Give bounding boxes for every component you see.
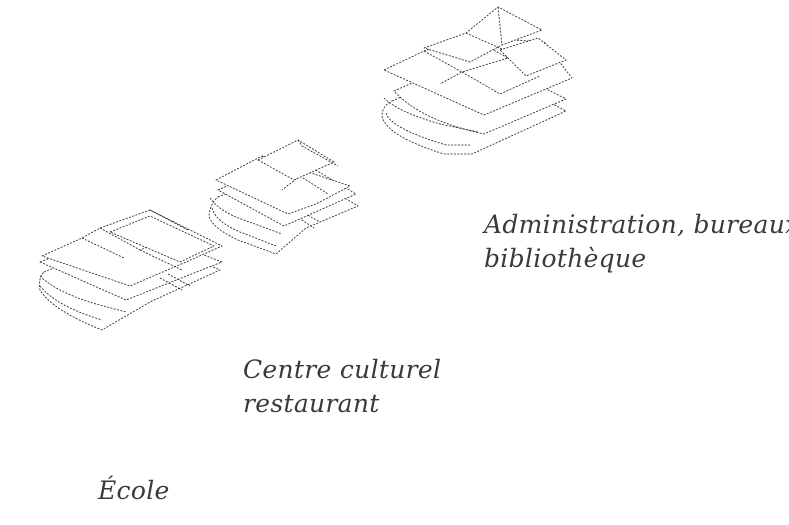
slab-ecole-floor-2-inner	[39, 275, 127, 313]
label-administration: Administration, bureaux bibliothèque	[484, 208, 789, 276]
slab-administration-floor-1-inner	[385, 112, 470, 146]
slab-centre-floor-2-inner	[209, 197, 283, 235]
label-centre-line-1: Centre culturel	[243, 355, 442, 384]
slab-ecole-floor-1	[39, 233, 221, 331]
slab-centre-floor-4-back	[297, 139, 339, 167]
building-centre	[208, 139, 359, 255]
label-ecole-line-1: École	[98, 476, 170, 505]
label-ecole: École	[98, 474, 170, 508]
slab-administration-floor-2-side	[383, 97, 479, 133]
slab-administration-floor-4-join	[465, 6, 505, 51]
label-centre: Centre culturel restaurant	[243, 353, 441, 421]
slab-administration-right-wing	[499, 37, 567, 77]
slab-centre-floor-1-inner	[211, 207, 277, 247]
building-administration	[381, 6, 573, 155]
slab-ecole-floor-4	[109, 215, 215, 263]
slab-centre-floor-4	[257, 139, 335, 181]
label-administration-line-1: Administration, bureaux	[484, 210, 789, 239]
slab-ecole-floor-2-join	[159, 273, 191, 291]
label-centre-line-2: restaurant	[243, 389, 380, 418]
slab-centre-floor-1	[208, 165, 359, 255]
slab-administration-floor-1	[381, 63, 567, 155]
label-administration-line-2: bibliothèque	[484, 244, 647, 273]
building-ecole	[39, 209, 223, 331]
slab-ecole-floor-1-inner	[39, 285, 103, 321]
slab-ecole-floor-3-join	[81, 209, 189, 271]
